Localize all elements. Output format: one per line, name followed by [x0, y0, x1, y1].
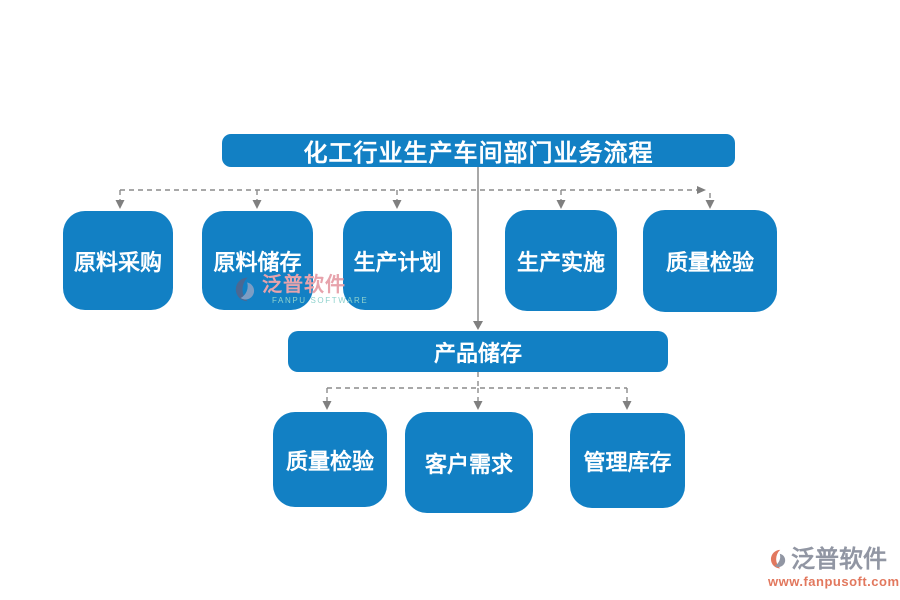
node-customer-demand: 客户需求 — [405, 412, 533, 513]
node-production-implementation: 生产实施 — [505, 210, 617, 311]
watermark-corner-brand: 泛普软件 — [791, 546, 887, 573]
top-dashed-branches — [115, 186, 715, 209]
node-product-storage: 产品储存 — [288, 331, 668, 372]
fanpu-logo-icon — [770, 549, 786, 569]
node-inventory-management: 管理库存 — [570, 413, 685, 508]
node-quality-inspection-top: 质量检验 — [643, 210, 777, 312]
watermark-corner: 泛普软件 www.fanpusoft.com — [768, 547, 900, 590]
watermark-url: www.fanpusoft.com — [768, 574, 900, 589]
center-solid-arrow — [473, 167, 483, 330]
watermark-corner-top: 泛普软件 — [768, 547, 900, 573]
bottom-dashed-branches — [322, 372, 632, 410]
node-raw-material-procurement: 原料采购 — [63, 211, 173, 310]
node-process-title: 化工行业生产车间部门业务流程 — [222, 134, 735, 167]
node-quality-inspection-bottom: 质量检验 — [273, 412, 387, 507]
node-production-planning: 生产计划 — [343, 211, 452, 310]
node-raw-material-storage: 原料储存 — [202, 211, 313, 310]
